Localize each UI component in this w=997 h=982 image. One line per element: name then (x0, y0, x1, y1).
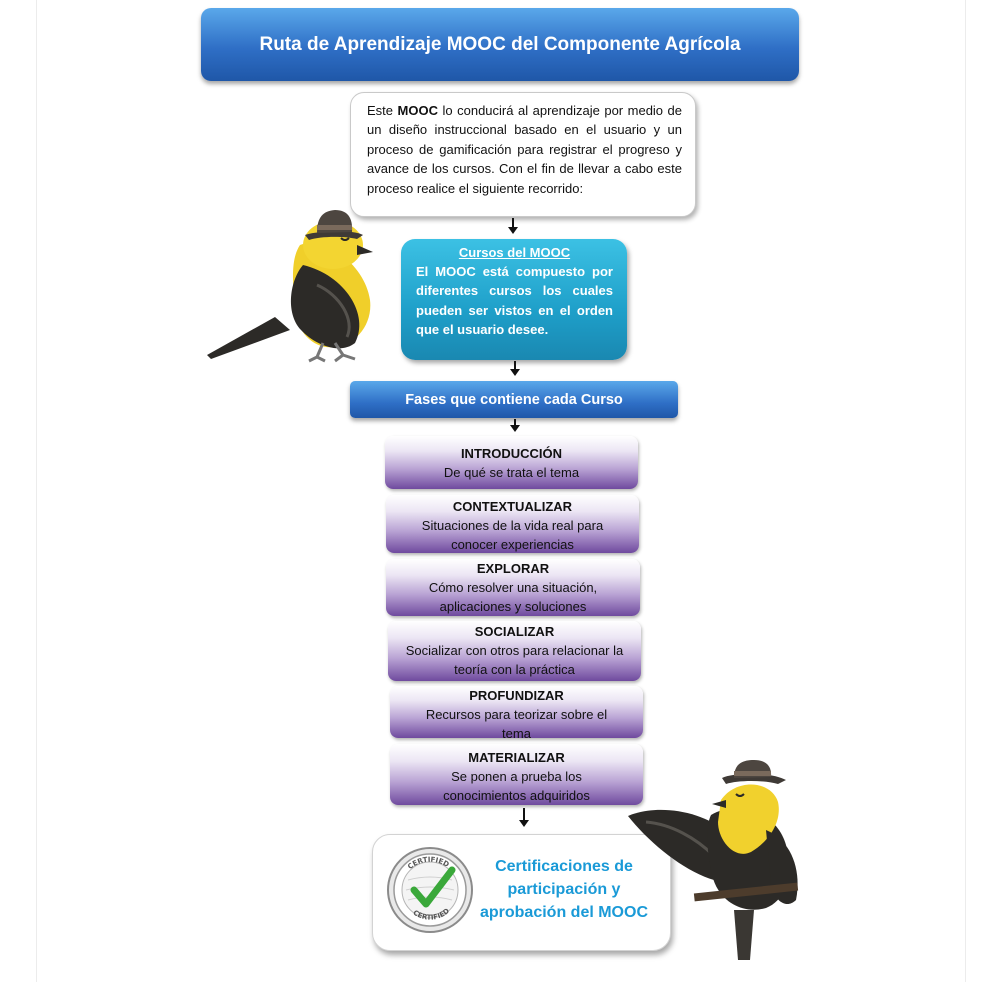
phase-desc: Cómo resolver una situación, aplicacione… (386, 578, 640, 616)
arrow-fases-to-phases (514, 419, 516, 430)
diagram-title-text: Ruta de Aprendizaje MOOC del Componente … (259, 34, 740, 56)
phase-title: EXPLORAR (386, 559, 640, 578)
phase-desc: De qué se trata el tema (385, 463, 638, 482)
phase-title: SOCIALIZAR (388, 622, 641, 641)
phase-title: MATERIALIZAR (390, 748, 643, 767)
arrow-intro-to-cursos (512, 218, 514, 232)
phase-desc: Socializar con otros para relacionar la … (388, 641, 641, 679)
phase-materializar: MATERIALIZAR Se ponen a prueba los conoc… (390, 744, 643, 805)
bird-illustration-left (205, 205, 380, 365)
phase-contextualizar: CONTEXTUALIZAR Situaciones de la vida re… (386, 495, 639, 553)
phase-introduccion: INTRODUCCIÓN De qué se trata el tema (385, 436, 638, 489)
phase-desc: Recursos para teorizar sobre el tema (390, 705, 643, 743)
arrow-phases-to-cert (523, 808, 525, 825)
intro-box: Este MOOC lo conducirá al aprendizaje po… (350, 92, 696, 217)
cursos-box: Cursos del MOOC El MOOC está compuesto p… (401, 239, 627, 360)
cursos-text: El MOOC está compuesto por diferentes cu… (416, 262, 613, 339)
phase-desc: Situaciones de la vida real para conocer… (386, 516, 639, 554)
arrow-cursos-to-fases (514, 361, 516, 374)
certified-seal-icon: CERTIFIED CERTIFIED (386, 846, 474, 934)
phase-title: INTRODUCCIÓN (385, 444, 638, 463)
phase-explorar: EXPLORAR Cómo resolver una situación, ap… (386, 559, 640, 616)
phase-profundizar: PROFUNDIZAR Recursos para teorizar sobre… (390, 686, 643, 738)
phase-title: PROFUNDIZAR (390, 686, 643, 705)
cursos-title: Cursos del MOOC (416, 243, 613, 262)
intro-bold: MOOC (398, 103, 438, 118)
phase-socializar: SOCIALIZAR Socializar con otros para rel… (388, 621, 641, 681)
intro-prefix: Este (367, 103, 398, 118)
fases-box: Fases que contiene cada Curso (350, 381, 678, 418)
bird-illustration-right (626, 760, 804, 962)
diagram-title: Ruta de Aprendizaje MOOC del Componente … (201, 8, 799, 81)
fases-title: Fases que contiene cada Curso (405, 392, 623, 408)
phase-title: CONTEXTUALIZAR (386, 497, 639, 516)
phase-desc: Se ponen a prueba los conocimientos adqu… (390, 767, 643, 805)
